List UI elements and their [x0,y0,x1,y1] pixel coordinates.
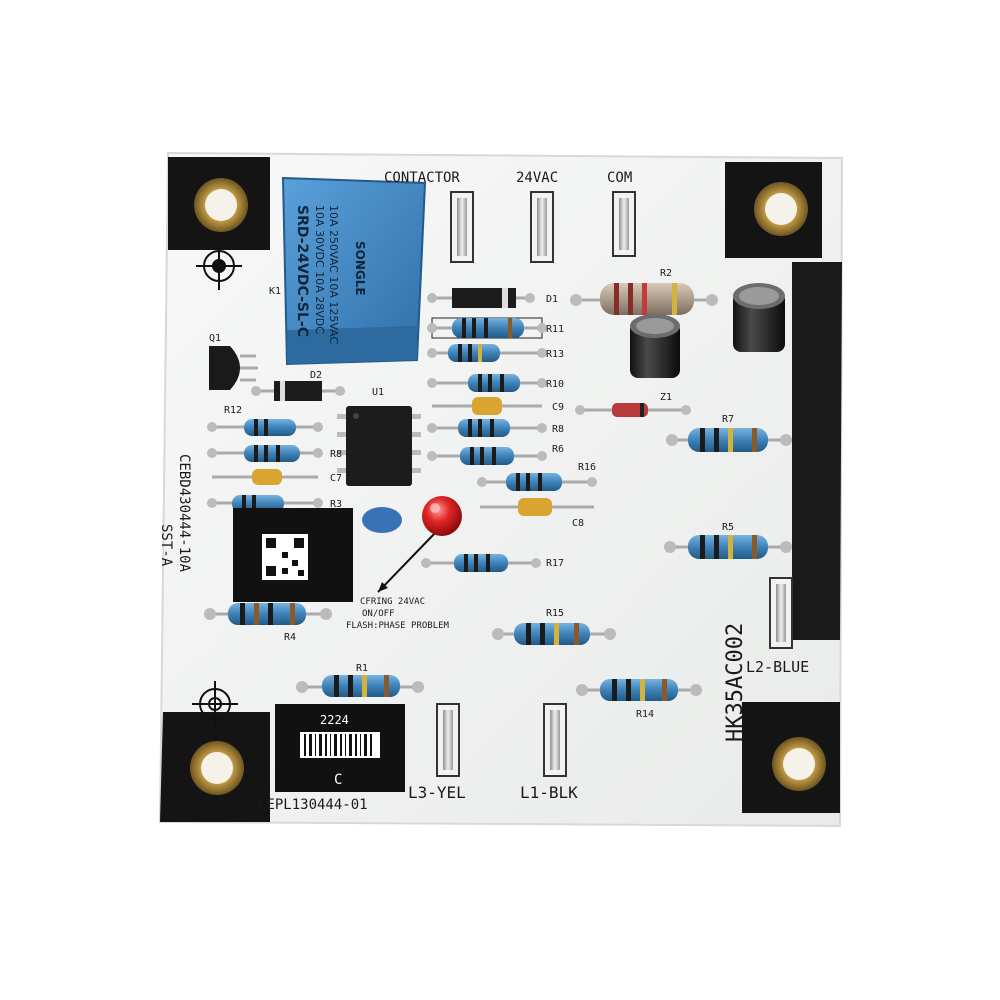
terminal-l1 [543,703,567,777]
terminal-contactor [450,191,474,263]
resistor-r15 [492,623,616,645]
ref-r16: R16 [578,462,596,473]
terminal-com [612,191,636,257]
ref-r3: R3 [330,499,342,510]
mount-hole-bottom-right [772,737,826,791]
terminal-l3 [436,703,460,777]
led-note-2: ON/OFF [362,609,395,619]
ref-q1: Q1 [209,333,221,344]
relay-rating-line-2: 10A 30VDC 10A 28VDC [313,205,326,334]
led-note-1: CFRING 24VAC [360,597,425,607]
transistor-q1 [209,346,258,390]
ref-c9: C9 [552,402,564,413]
resistor-r12 [207,419,323,436]
resistor-r13 [427,344,547,362]
barcode-label: 2224 C [275,704,405,792]
resistor-r6 [427,447,547,465]
ref-r5: R5 [722,522,734,533]
ref-u1: U1 [372,387,384,398]
ref-c8: C8 [572,518,584,529]
resistor-r1 [296,675,424,697]
capacitor-c8 [480,498,594,516]
diode-d1 [427,288,535,308]
ref-r1: R1 [356,663,368,674]
barcode-top-text: 2224 [320,713,349,727]
qr-label [233,508,353,602]
ref-z1: Z1 [660,392,672,403]
ref-c7: C7 [330,473,342,484]
relay-model: SRD-24VDC-SL-C [294,205,310,337]
ref-r4: R4 [284,632,296,643]
terminal-l2 [769,577,793,649]
resistor-r14 [576,679,702,701]
barcode-bottom-text: C [334,772,342,788]
terminal-label-contactor: CONTACTOR [384,170,460,186]
ref-r17: R17 [546,558,564,569]
ref-r12: R12 [224,405,242,416]
ref-d1: D1 [546,294,558,305]
capacitor-c7 [212,469,318,485]
capacitor-ceramic-blue [362,507,402,533]
resistor-r17 [421,554,541,572]
fiducial-bottom-icon [192,681,238,728]
terminal-label-l3: L3-YEL [408,783,466,802]
ic-u1 [337,406,421,486]
model-number: HK35AC002 [723,623,748,742]
ref-r6: R6 [552,444,564,455]
capacitor-c9 [432,397,542,415]
part-number-bottom: CEPL130444-01 [258,797,368,813]
ref-r7: R7 [722,414,734,425]
relay-ref: K1 [269,286,281,297]
mount-hole-top-right [754,182,808,236]
ref-d2: D2 [310,370,322,381]
mount-hole-bottom-left [190,741,244,795]
ref-r2: R2 [660,268,672,279]
resistor-r4 [204,603,332,625]
ref-r15: R15 [546,608,564,619]
resistor-r8-left [207,445,323,462]
ref-r10: R10 [546,379,564,390]
resistor-r5 [664,535,792,559]
electrolytic-capacitor-2 [733,283,785,352]
led-note-3: FLASH:PHASE PROBLEM [346,621,450,631]
status-led [377,496,462,593]
terminal-24vac [530,191,554,263]
sub-label-left: SST-A [158,524,174,567]
relay-brand: SONGLE [353,241,367,296]
mount-hole-top-left [194,178,248,232]
resistor-r8 [427,419,547,437]
terminal-label-com: COM [607,170,632,186]
electrolytic-capacitor-1 [630,314,680,378]
part-number-left: CEBD430444-10A [176,454,192,573]
diode-d2 [251,381,345,401]
ref-r8: R8 [552,424,564,435]
resistor-r10 [427,374,547,392]
relay-k1: 10A 250VAC 10A 125VAC 10A 30VDC 10A 28VD… [269,176,427,366]
reference-designators: D1 R11 R13 R10 C9 R8 R6 R16 C8 R17 R15 R… [209,268,734,720]
zener-z1 [575,403,691,417]
resistor-r16 [477,473,597,491]
resistor-r3 [207,495,323,512]
resistor-r2 [570,283,718,315]
resistor-r7 [666,428,792,452]
ref-r14: R14 [636,709,654,720]
terminal-label-l1: L1-BLK [520,783,578,802]
ref-r11: R11 [546,324,564,335]
terminal-label-l2: L2-BLUE [746,658,809,676]
resistor-r11 [427,317,547,339]
ref-r8-left: R8 [330,449,342,460]
ref-r13: R13 [546,349,564,360]
terminal-label-24vac: 24VAC [516,170,558,186]
relay-rating-line-1: 10A 250VAC 10A 125VAC [327,205,340,345]
fiducial-top-icon [196,243,242,290]
